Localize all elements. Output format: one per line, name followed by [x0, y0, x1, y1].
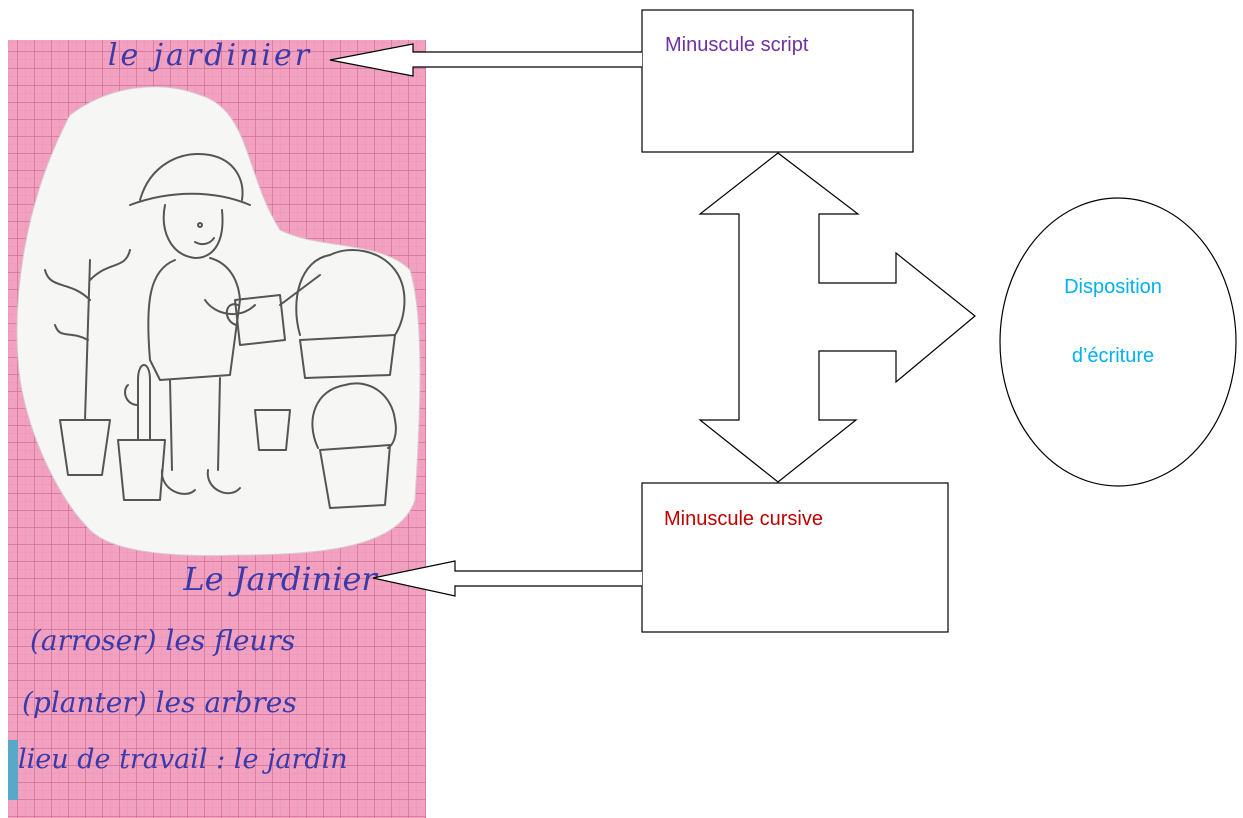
notebook-line-2: (planter) les arbres: [22, 686, 297, 719]
arm: [204, 299, 256, 316]
left-pot: [59, 419, 111, 476]
box-script-label: Minuscule script: [665, 34, 809, 56]
arrow-cursive-to-text: [372, 560, 642, 597]
cactus: [124, 364, 151, 441]
left-plant: [44, 249, 131, 421]
notebook-photo: le jardinier Le Jardinier (arroser) les …: [8, 38, 426, 818]
notebook-title-cursive: Le Jardinier: [182, 560, 378, 598]
flowers-top: [295, 249, 406, 336]
box-minuscule-script: Minuscule script: [641, 9, 914, 153]
flowers-bottom: [311, 382, 397, 449]
box-script-frame: [641, 9, 914, 153]
box-cursive-label: Minuscule cursive: [664, 508, 823, 530]
hat-outline: [139, 153, 244, 201]
notebook-line-3: lieu de travail : le jardin: [18, 744, 348, 775]
circle-label-line2: d’écriture: [1072, 345, 1154, 367]
box-minuscule-cursive: Minuscule cursive: [641, 482, 949, 633]
small-pot: [254, 409, 291, 451]
jacket-outline: [147, 257, 241, 381]
flower-pot-bottom: [319, 444, 391, 509]
arrow-vertical-with-branch: [698, 152, 976, 483]
arrow-script-to-title: [329, 43, 642, 77]
circle-frame: [999, 197, 1237, 487]
smile: [194, 237, 215, 246]
eye: [197, 222, 203, 228]
head-outline: [162, 204, 224, 259]
notebook-line-1: (arroser) les fleurs: [30, 624, 295, 657]
legs: [169, 377, 221, 471]
watering-can: [225, 274, 321, 346]
box-cursive-frame: [641, 482, 949, 633]
notebook-edge-strip: [8, 740, 18, 800]
notebook-title-script: le jardinier: [108, 38, 312, 73]
circle-label-line1: Disposition: [1064, 276, 1162, 298]
circle-disposition: Disposition d’écriture: [999, 197, 1237, 487]
picture-cutout: [16, 86, 421, 557]
gardener-drawing: [44, 153, 406, 509]
flower-pot-top: [299, 334, 396, 379]
hat-brim: [129, 192, 251, 206]
